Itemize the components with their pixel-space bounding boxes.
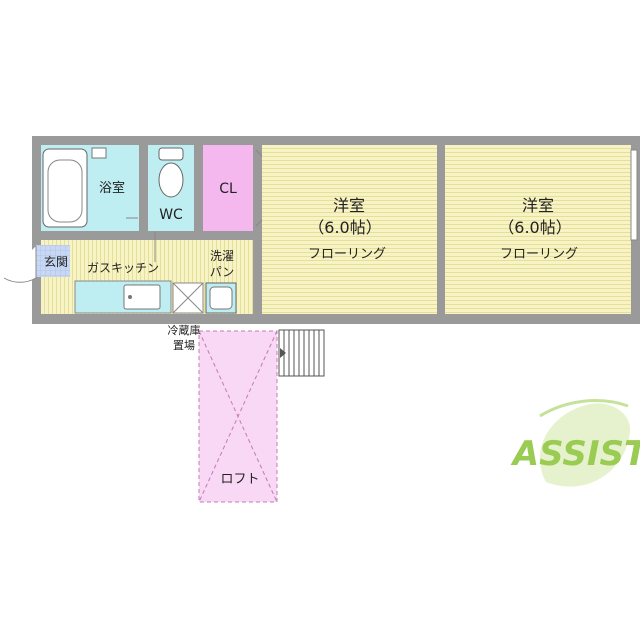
bathtub-icon	[42, 148, 88, 228]
toilet-tank-icon	[158, 147, 184, 161]
bath-label: 浴室	[99, 180, 125, 196]
closet-label: CL	[219, 181, 237, 197]
western-1-size: （6.0帖）	[308, 218, 381, 237]
fridge-label-1: 冷蔵庫	[168, 323, 201, 337]
logo-text: ASSIST	[510, 434, 640, 474]
entrance-label: 玄関	[44, 254, 68, 269]
entrance	[36, 245, 70, 277]
entrance-door-swing	[3, 246, 37, 283]
laundry-label-1: 洗濯	[210, 249, 234, 263]
western-1-name: 洋室	[333, 196, 365, 215]
wc-label: WC	[159, 207, 183, 223]
kitchen-label: ガスキッチン	[87, 261, 159, 275]
western-1-floor: フローリング	[308, 247, 386, 262]
stairs	[278, 329, 325, 377]
window-right	[630, 149, 638, 241]
fridge-label-2: 置場	[173, 339, 195, 352]
loft-label: ロフト	[220, 472, 259, 487]
laundry-label-2: パン	[210, 265, 235, 279]
toilet-icon	[158, 162, 184, 198]
faucet-icon	[91, 147, 107, 159]
closet	[203, 145, 253, 231]
western-2-size: （6.0帖）	[498, 218, 571, 237]
western-2-name: 洋室	[522, 196, 554, 215]
sink-icon	[123, 284, 161, 310]
assist-logo: ASSIST	[510, 399, 640, 487]
western-2-floor: フローリング	[500, 247, 578, 262]
western-room-2	[445, 145, 631, 314]
western-room-1	[262, 145, 437, 314]
